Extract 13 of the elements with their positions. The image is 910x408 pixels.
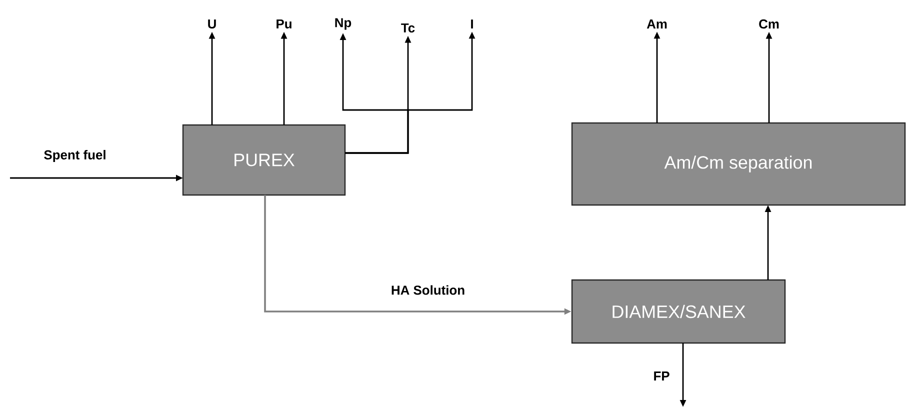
process-box: PUREX [182, 124, 346, 196]
output-label: Am [646, 20, 667, 28]
output-label: U [208, 19, 216, 28]
output-label: Pu [276, 19, 292, 28]
edge-label: FP [651, 370, 672, 382]
output-label: Np [335, 18, 352, 30]
process-box: DIAMEX/SANEX [571, 279, 786, 344]
edge-label: HA Solution [388, 283, 468, 297]
output-label: Cm [759, 19, 779, 29]
process-box: Am/Cm separation [571, 122, 906, 206]
output-label: I [471, 20, 473, 28]
output-label: Tc [401, 23, 415, 32]
edge-label: Spent fuel [42, 148, 108, 164]
